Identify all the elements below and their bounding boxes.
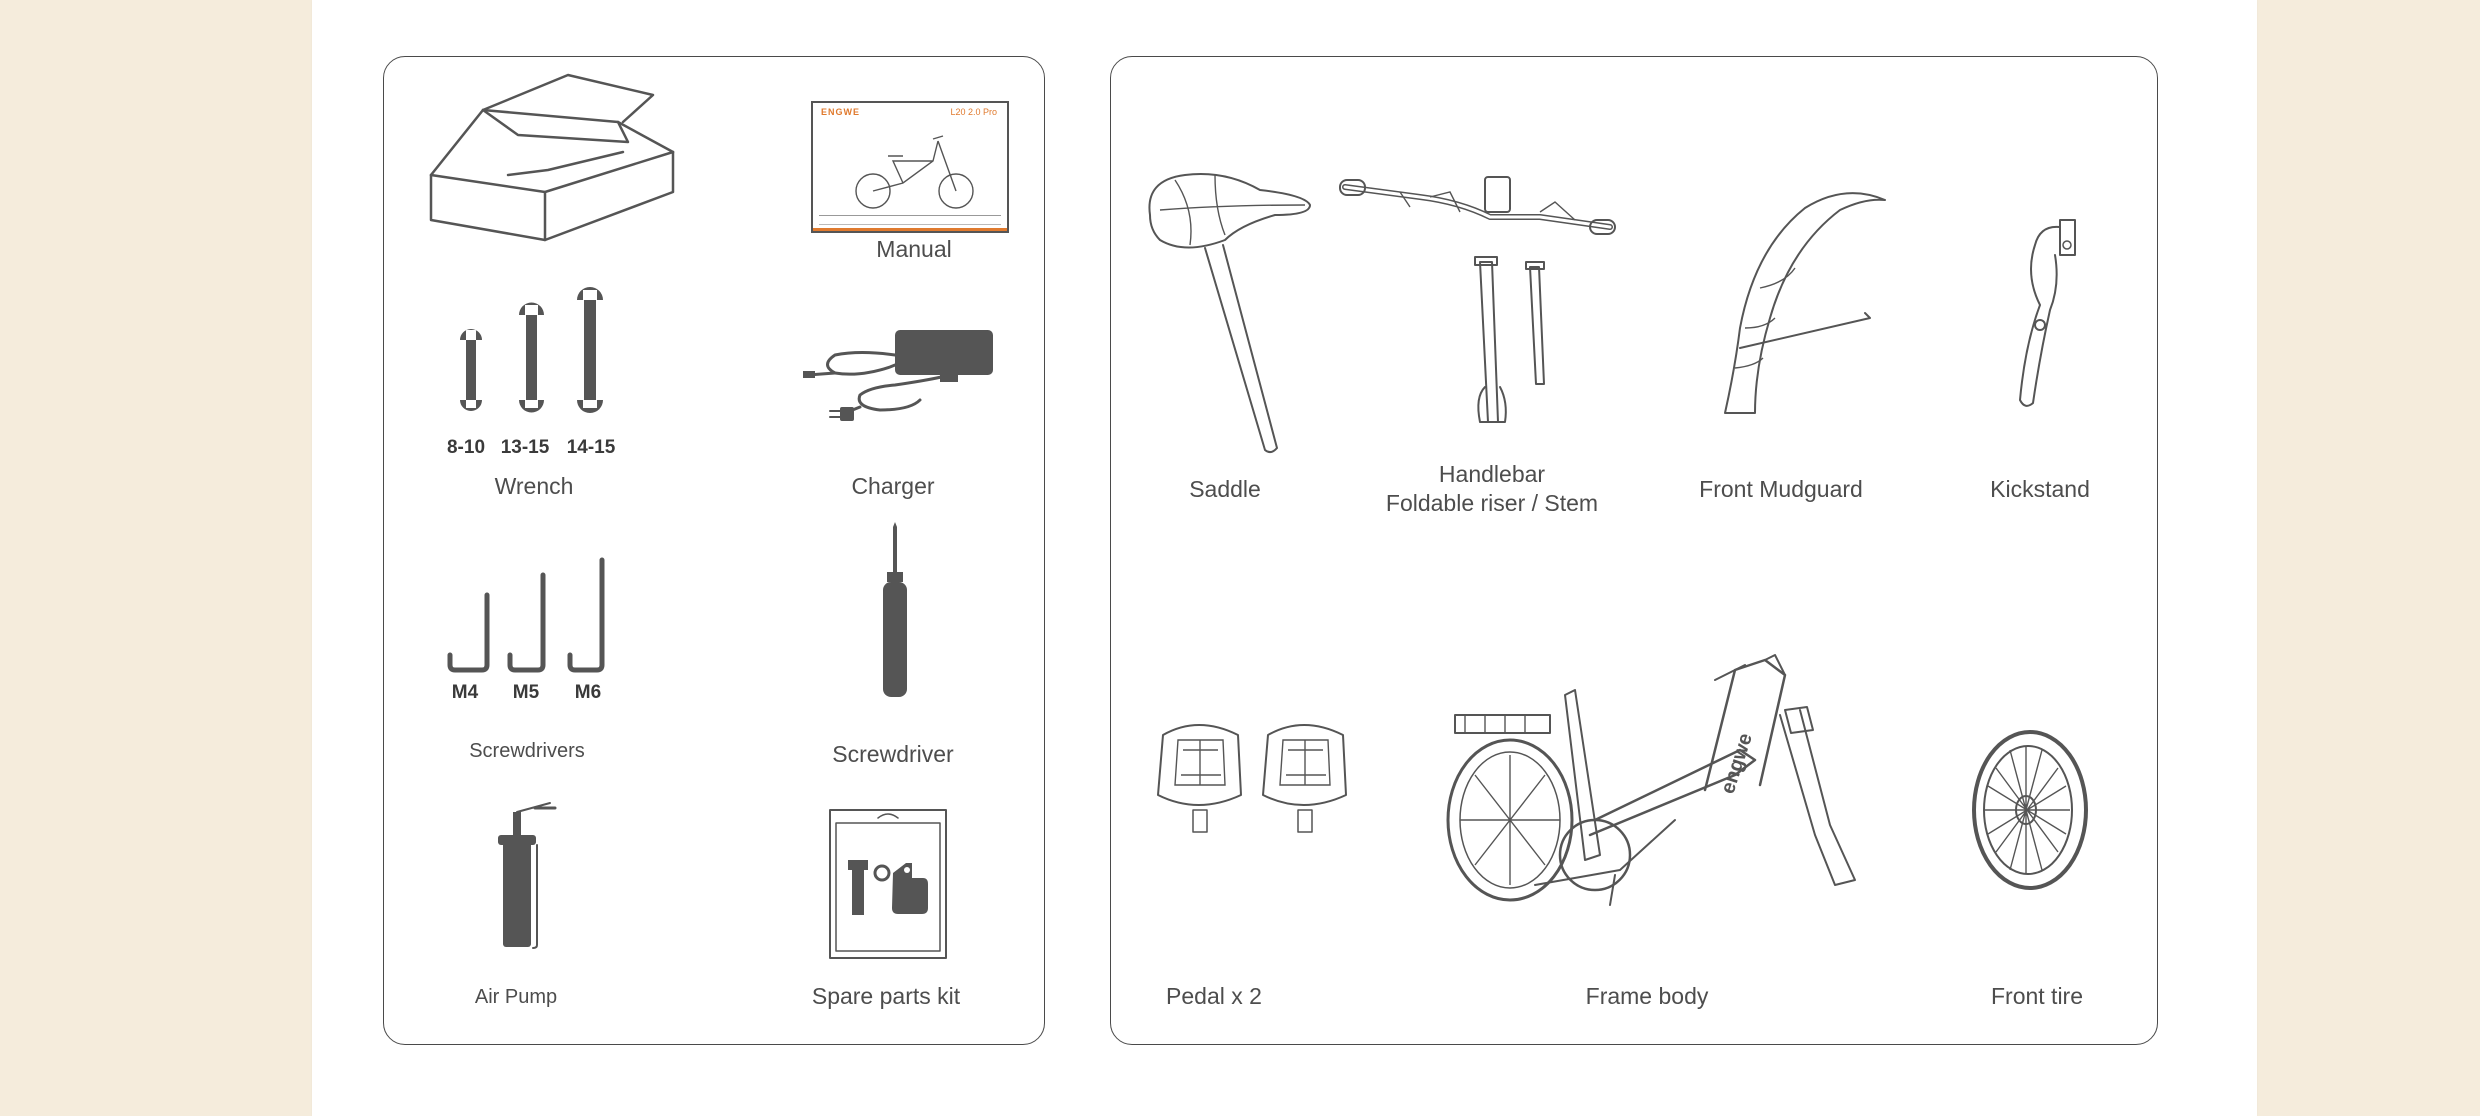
spare-parts-icon [829, 809, 947, 959]
wrench-size-2: 13-15 [500, 437, 550, 458]
manual-cover: ENGWE L20 2.0 Pro [811, 101, 1009, 233]
saddle-label: Saddle [1189, 476, 1261, 502]
screwdriver-label: Screwdriver [832, 741, 954, 767]
manual-brand: ENGWE [821, 107, 861, 117]
box-icon [429, 73, 675, 242]
wrench-size-3: 14-15 [566, 437, 616, 458]
handlebar-icon [1339, 176, 1616, 423]
kickstand-icon [2019, 219, 2076, 407]
pedal-label: Pedal x 2 [1166, 983, 1262, 1009]
manual-label: Manual [876, 236, 952, 262]
bike-illustration-icon [855, 135, 974, 209]
handlebar-label: Handlebar [1438, 461, 1546, 487]
screwdrivers-label: Screwdrivers [469, 740, 585, 762]
saddle-icon [1148, 173, 1311, 454]
main-parts-panel [1110, 56, 2158, 1045]
hex-size-m5: M5 [512, 682, 540, 703]
frame-body-icon: engwe [1446, 654, 1856, 906]
air-pump-icon [498, 802, 557, 949]
wrench-label: Wrench [494, 473, 574, 499]
wrench-icon [460, 287, 603, 413]
mudguard-icon [1724, 192, 1886, 414]
manual-model: L20 2.0 Pro [950, 107, 997, 117]
kickstand-label: Kickstand [1990, 476, 2090, 502]
hex-size-m4: M4 [451, 682, 479, 703]
air-pump-label: Air Pump [474, 986, 558, 1008]
wrench-size-1: 8-10 [446, 437, 486, 458]
charger-label: Charger [851, 473, 935, 499]
hex-size-m6: M6 [574, 682, 602, 703]
screwdriver-icon [883, 522, 907, 697]
pedal-icon [1157, 724, 1347, 833]
spare-parts-label: Spare parts kit [811, 983, 961, 1009]
frame-body-label: Frame body [1585, 983, 1709, 1009]
front-tire-label: Front tire [1990, 983, 2084, 1009]
mudguard-label: Front Mudguard [1699, 476, 1863, 502]
hex-key-icon [447, 557, 605, 673]
handlebar-sublabel: Foldable riser / Stem [1385, 490, 1599, 516]
charger-icon [803, 330, 993, 421]
front-tire-icon [1972, 730, 2088, 890]
